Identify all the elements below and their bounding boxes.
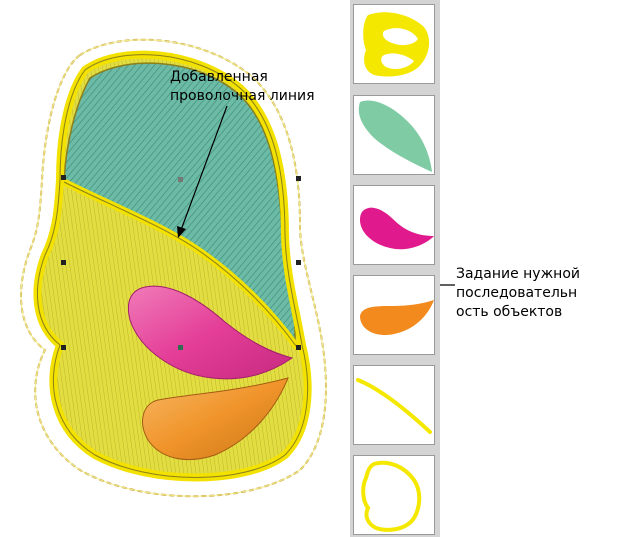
orange-teardrop-shape-icon [354,276,434,354]
selection-handle[interactable] [61,260,66,265]
callout-sequence-line-1: Задание нужной [456,265,580,284]
yellow-outline-run-icon [354,456,434,534]
callout-wire-line: Добавленная проволочная линия [170,68,315,106]
object-thumbnail-wire-line[interactable] [353,365,435,445]
wing-outline-fill-icon [354,5,434,83]
selection-handle[interactable] [61,345,66,350]
green-leaf-shape-icon [354,96,434,174]
selection-handle[interactable] [296,260,301,265]
selection-handle[interactable] [61,175,66,180]
selection-handle[interactable] [178,345,183,350]
object-thumbnail-green-leaf[interactable] [353,95,435,175]
object-sequence-list[interactable] [350,0,440,537]
selection-handle[interactable] [296,345,301,350]
object-thumbnail-orange-teardrop[interactable] [353,275,435,355]
object-thumbnail-wing-outline[interactable] [353,4,435,84]
callout-sequence: Задание нужной последовательн ость объек… [456,265,580,322]
callout-wire-line-1: Добавленная [170,68,315,87]
object-thumbnail-pink-teardrop[interactable] [353,185,435,265]
callout-sequence-line-3: ость объектов [456,303,580,322]
object-thumbnail-outline-run[interactable] [353,455,435,535]
yellow-wire-line-icon [354,366,434,444]
pink-teardrop-shape-icon [354,186,434,264]
selection-handle[interactable] [296,176,301,181]
callout-wire-line-2: проволочная линия [170,87,315,106]
selection-handle[interactable] [178,177,183,182]
callout-sequence-line-2: последовательн [456,284,580,303]
